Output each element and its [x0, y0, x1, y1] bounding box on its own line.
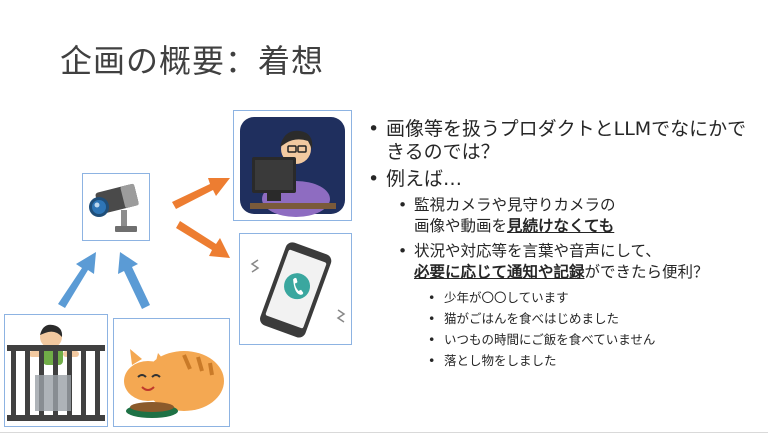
- bullet-2: • 例えば…: [368, 168, 763, 191]
- example-item: • 少年が〇〇しています: [428, 287, 763, 308]
- example-item: • いつもの時間にご飯を食べていません: [428, 329, 763, 350]
- example-text: 少年が〇〇しています: [444, 290, 569, 305]
- cat-frame: [113, 318, 230, 427]
- bullet-2-text: 例えば…: [386, 168, 463, 190]
- bullet-1-text: 画像等を扱うプロダクトとLLMでなにかできるのでは？: [386, 118, 747, 163]
- bullet-marker: •: [398, 196, 408, 214]
- orange-arrow-down: [176, 221, 230, 258]
- camera-frame: [82, 173, 150, 241]
- bullet-marker: •: [368, 168, 380, 190]
- child-at-crib-icon: [7, 324, 105, 421]
- security-camera-icon: [89, 183, 139, 232]
- example-item: • 猫がごはんを食べはじめました: [428, 308, 763, 329]
- bullet-list: • 画像等を扱うプロダクトとLLMでなにかできるのでは？ • 例えば… • 監視…: [368, 118, 763, 371]
- example-text: 落とし物をしました: [444, 353, 557, 368]
- bullet-marker: •: [428, 353, 436, 368]
- bullet-2-2-emphasis: 必要に応じて通知や記録: [414, 263, 585, 281]
- bullet-2-2-line1: 状況や対応等を言葉や音声にして、: [414, 242, 661, 260]
- person-at-computer-icon: [240, 117, 345, 217]
- orange-arrow-up: [172, 178, 230, 209]
- bullet-2-1-line1: 監視カメラや見守りカメラの: [414, 196, 616, 214]
- bullet-2-2-line2: ができたら便利？: [584, 263, 709, 281]
- blue-arrow-right: [118, 252, 150, 309]
- slide-title: 企画の概要：着想: [60, 42, 325, 80]
- bullet-2-2: • 状況や対応等を言葉や音声にして、 必要に応じて通知や記録ができたら便利？: [398, 241, 763, 283]
- cat-eating-icon: [124, 349, 224, 418]
- bullet-1: • 画像等を扱うプロダクトとLLMでなにかできるのでは？: [368, 118, 763, 164]
- bullet-marker: •: [428, 332, 436, 347]
- example-text: 猫がごはんを食べはじめました: [444, 311, 620, 326]
- bullet-2-1-line2: 画像や動画を: [414, 217, 508, 235]
- phone-frame: [239, 233, 352, 345]
- smartphone-ringing-icon: [250, 242, 346, 338]
- bullet-marker: •: [428, 311, 436, 326]
- bullet-marker: •: [368, 118, 380, 140]
- bullet-2-1-emphasis: 見続けなくても: [507, 217, 615, 235]
- bullet-marker: •: [428, 290, 436, 305]
- person-pc-frame: [233, 110, 352, 221]
- example-item: • 落とし物をしました: [428, 350, 763, 371]
- blue-arrow-left: [58, 252, 96, 308]
- bullet-2-1: • 監視カメラや見守りカメラの 画像や動画を見続けなくても: [398, 195, 763, 237]
- child-frame: [4, 314, 108, 427]
- example-text: いつもの時間にご飯を食べていません: [444, 332, 656, 347]
- bullet-marker: •: [398, 242, 408, 260]
